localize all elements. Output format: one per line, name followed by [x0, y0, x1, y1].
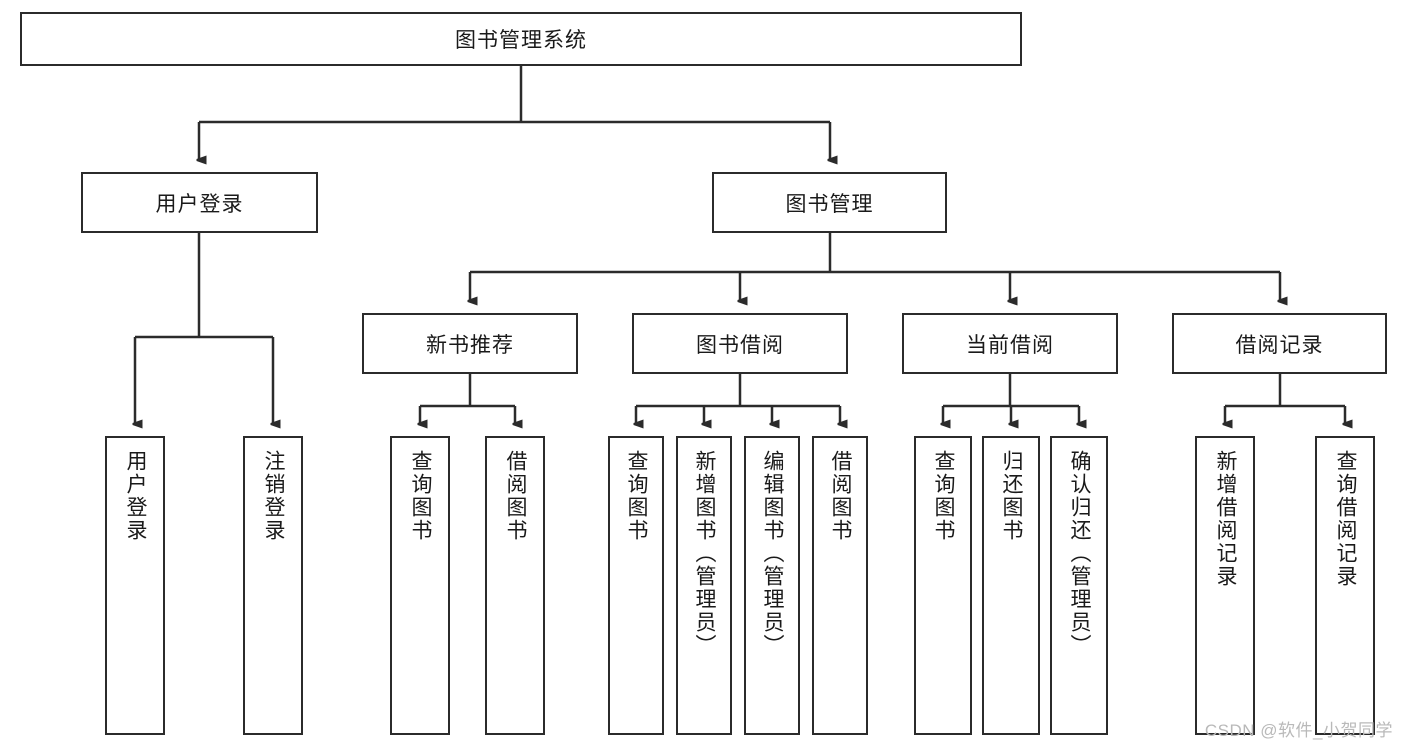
- node-leaf-add-record[interactable]: 新增借阅记录: [1195, 436, 1255, 735]
- node-label: 注销登录: [262, 450, 286, 542]
- node-borrow-record[interactable]: 借阅记录: [1172, 313, 1387, 374]
- node-leaf-query-book-rec[interactable]: 查询图书: [390, 436, 450, 735]
- node-leaf-query-book-borrow[interactable]: 查询图书: [608, 436, 664, 735]
- node-label: 图书管理: [785, 192, 874, 216]
- node-label: 新增借阅记录: [1214, 450, 1238, 588]
- node-label: 图书借阅: [696, 333, 784, 357]
- node-leaf-query-record[interactable]: 查询借阅记录: [1315, 436, 1375, 735]
- node-book-manage[interactable]: 图书管理: [712, 172, 947, 233]
- node-label: 图书管理系统: [455, 29, 587, 52]
- node-label: 新书推荐: [426, 333, 514, 357]
- node-label: 归还图书: [1000, 450, 1024, 542]
- node-leaf-edit-book[interactable]: 编辑图书（管理员）: [744, 436, 800, 735]
- node-label: 当前借阅: [966, 333, 1054, 357]
- node-label: 确认归还（管理员）: [1068, 450, 1092, 657]
- csdn-watermark: CSDN @软件_小贺同学: [1204, 721, 1393, 740]
- node-label: 新增图书（管理员）: [693, 450, 717, 657]
- node-label: 查询借阅记录: [1334, 450, 1358, 588]
- node-leaf-query-book-cur[interactable]: 查询图书: [914, 436, 972, 735]
- node-label: 查询图书: [409, 450, 433, 542]
- node-leaf-return-book[interactable]: 归还图书: [982, 436, 1040, 735]
- node-label: 查询图书: [932, 450, 956, 542]
- node-leaf-borrow-book[interactable]: 借阅图书: [812, 436, 868, 735]
- node-root[interactable]: 图书管理系统: [20, 12, 1022, 66]
- node-leaf-borrow-book-rec[interactable]: 借阅图书: [485, 436, 545, 735]
- node-current-borrow[interactable]: 当前借阅: [902, 313, 1118, 374]
- node-new-book-rec[interactable]: 新书推荐: [362, 313, 578, 374]
- node-leaf-user-login[interactable]: 用户登录: [105, 436, 165, 735]
- node-label: 借阅图书: [504, 450, 528, 542]
- node-label: 借阅图书: [829, 450, 853, 542]
- node-leaf-add-book[interactable]: 新增图书（管理员）: [676, 436, 732, 735]
- node-label: 查询图书: [625, 450, 649, 542]
- node-leaf-confirm-return[interactable]: 确认归还（管理员）: [1050, 436, 1108, 735]
- node-label: 编辑图书（管理员）: [761, 450, 785, 657]
- node-leaf-logout[interactable]: 注销登录: [243, 436, 303, 735]
- node-label: 用户登录: [155, 192, 244, 216]
- node-user-login[interactable]: 用户登录: [81, 172, 318, 233]
- node-label: 用户登录: [124, 450, 148, 542]
- node-label: 借阅记录: [1235, 333, 1324, 357]
- node-book-borrow[interactable]: 图书借阅: [632, 313, 848, 374]
